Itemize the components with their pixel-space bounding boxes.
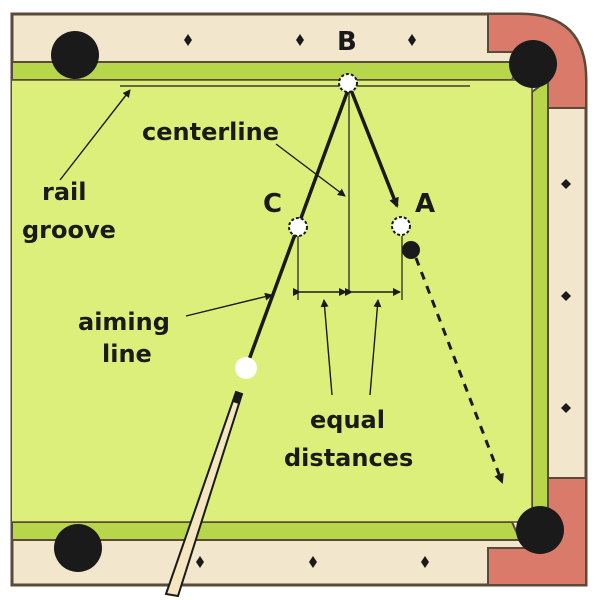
object-ball-path [414,257,504,484]
label-rail-line2: groove [22,216,116,244]
diamond-top-3 [408,34,416,46]
pocket-top-left [51,31,99,79]
label-point-a: A [415,189,435,219]
pointer-rail-groove [59,89,131,181]
label-point-c: C [263,189,282,219]
target-point-c [288,217,308,237]
object-ball [402,241,420,259]
pointer-aiming-line [185,292,273,317]
label-rail-line1: rail [42,178,86,206]
diamond-bottom-1 [196,556,204,568]
target-point-b [338,73,358,93]
diamond-top-2 [296,34,304,46]
label-point-b: B [337,27,357,57]
bank-path-arrow [349,89,399,208]
cue-ball [235,357,257,379]
right-cushion [531,78,549,522]
label-equal-line1: equal [310,406,385,434]
diamond-bottom-2 [309,556,317,568]
pointer-equal-right [369,299,382,396]
diamond-right-2 [561,291,571,301]
pointer-centerline [275,143,346,197]
label-equal-line2: distances [284,444,413,472]
diamond-bottom-3 [421,556,429,568]
diamond-right-3 [561,403,571,413]
pocket-top-right [509,40,557,88]
pocket-bottom-left [54,524,102,572]
label-aiming-line1: aiming [78,308,170,336]
diamond-top-1 [184,34,192,46]
target-point-a [391,216,411,236]
pocket-bottom-right [516,506,564,554]
pointer-equal-left [320,299,333,396]
diamond-right-1 [561,179,571,189]
label-centerline: centerline [142,118,279,146]
label-aiming-line2: line [102,340,152,368]
